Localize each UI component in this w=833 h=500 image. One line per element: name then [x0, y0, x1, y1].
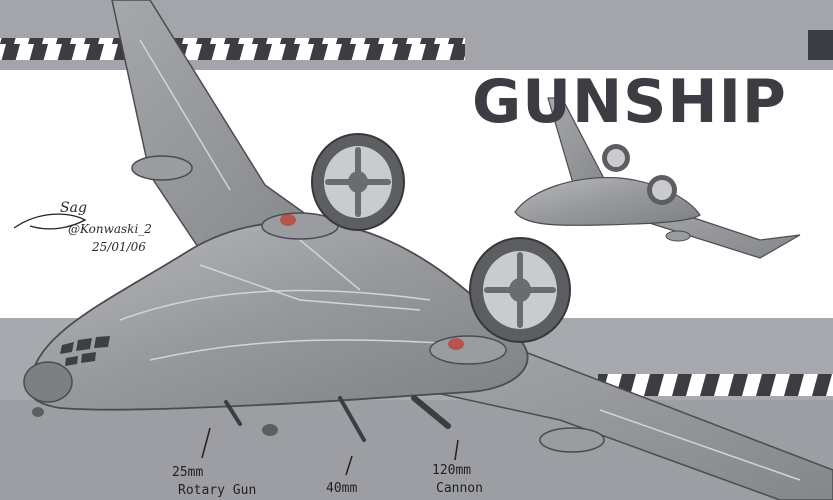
signature-scribble [13, 213, 87, 230]
main-body [27, 220, 529, 411]
gun-120mm [411, 395, 451, 429]
callout-25mm-size: 25mm [172, 465, 204, 480]
wing-pod-lower [539, 427, 605, 453]
callout-120mm-name: Cannon [436, 481, 483, 496]
engine-glow-upper [280, 214, 296, 226]
secondary-gunship [514, 97, 801, 259]
hazard-stripe-bottom [598, 374, 833, 396]
main-nose [23, 361, 73, 403]
signature-date: 25/01/06 [92, 240, 146, 254]
gun-25mm [224, 400, 242, 426]
page-title: GUNSHIP [472, 67, 787, 137]
signature-handle: @Konwaski_2 [68, 222, 152, 236]
wing-pod-upper [131, 155, 193, 181]
engine-glow-lower [448, 338, 464, 350]
callout-25mm-name: Rotary Gun [178, 483, 257, 498]
landing-gear [32, 407, 278, 436]
signature-name: Sag [60, 200, 87, 216]
cockpit-windows [60, 336, 110, 366]
lift-fan-lower [469, 237, 571, 343]
corner-mark [808, 30, 833, 60]
callout-120mm-size: 120mm [432, 463, 472, 478]
panel-lines [119, 39, 801, 481]
gun-40mm [338, 396, 366, 442]
engine-pod-lower [429, 335, 507, 365]
lift-fan-upper [311, 133, 405, 231]
hazard-stripe-top [0, 38, 465, 60]
callout-lines [201, 427, 459, 476]
callout-40mm-size: 40mm [326, 481, 358, 496]
